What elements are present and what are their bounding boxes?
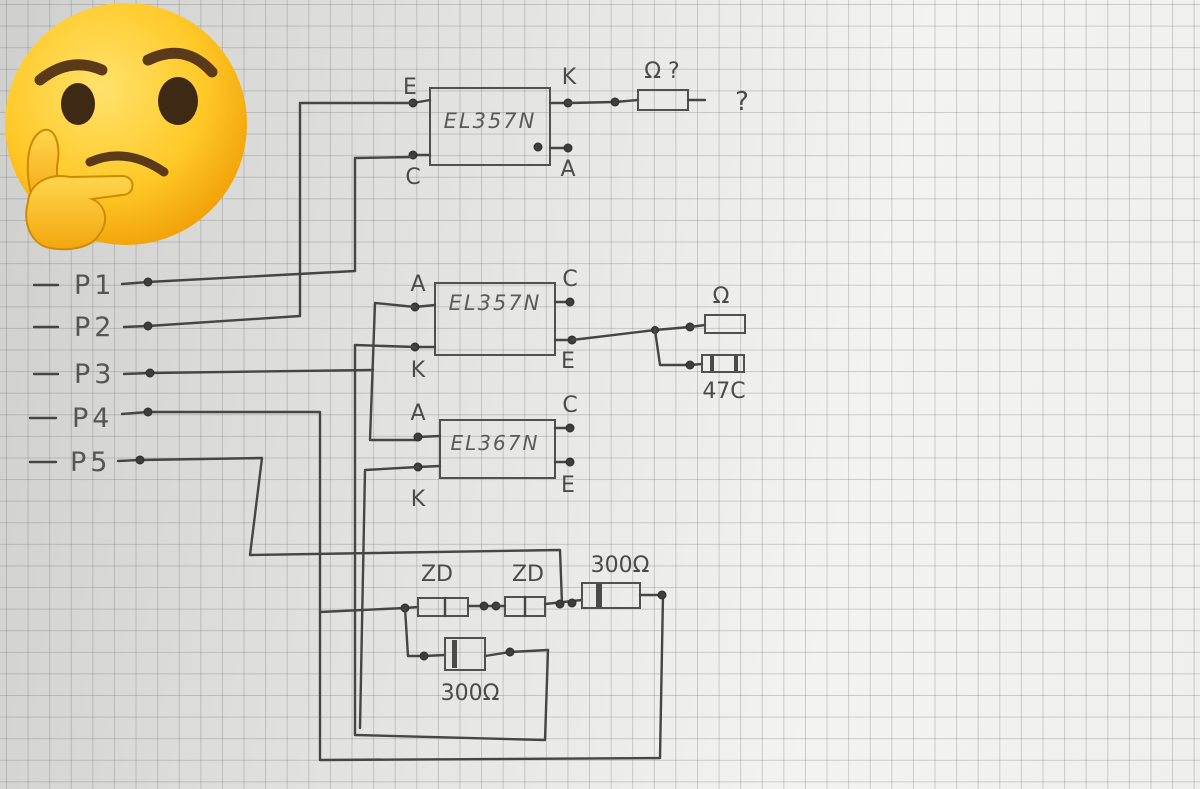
part-number: EL367N: [451, 431, 540, 455]
pin-label-c: C: [405, 165, 420, 190]
wire-c-to-p1: [146, 155, 415, 284]
emoji-right-eyebrow: [142, 47, 218, 78]
pin-label-a: A: [410, 401, 425, 426]
pin-label-a: A: [560, 157, 575, 182]
pin-dot: [533, 142, 543, 152]
port-label: P3: [74, 359, 115, 390]
capacitor-label: 47C: [702, 379, 745, 404]
optocoupler-body: [434, 282, 556, 356]
wire: [403, 606, 447, 658]
port-dot: [143, 277, 153, 287]
resistor-body: [637, 89, 689, 111]
junction-dot: [505, 647, 515, 657]
wire: [653, 328, 704, 367]
pin-label-e: E: [561, 473, 575, 498]
emoji-hand: [25, 174, 134, 251]
port-dot: [143, 407, 153, 417]
wire: [483, 648, 550, 658]
pin-label-e: E: [403, 75, 417, 100]
zener-label: ZD: [421, 562, 453, 587]
optocoupler-body: [429, 87, 551, 166]
port-dot: [143, 321, 153, 331]
port-p4: P4: [28, 403, 153, 434]
resistor-band: [596, 584, 602, 607]
thinking-face-icon: [5, 3, 247, 251]
pin-dot: [563, 143, 573, 153]
capacitor-body: [701, 354, 745, 373]
port-label: P2: [74, 312, 115, 343]
pin-dot: [565, 457, 575, 467]
pin-label-a: A: [410, 272, 425, 297]
resistor-body: [704, 314, 746, 334]
resistor-label: 300Ω: [591, 553, 650, 578]
part-number: EL357N: [449, 291, 542, 315]
pin-dot: [565, 423, 575, 433]
wire-cathode-lower: [358, 465, 420, 730]
wire: [566, 98, 640, 105]
pin-label-c: C: [562, 393, 577, 418]
wire-p4: [146, 410, 665, 762]
junction-dot: [610, 97, 620, 107]
capacitor-plate: [734, 356, 738, 371]
emoji-left-eyebrow: [34, 59, 108, 86]
capacitor-plate: [710, 356, 714, 371]
pin-dot: [413, 432, 423, 442]
zener-label: ZD: [512, 562, 544, 587]
junction-dot: [567, 598, 577, 608]
junction-dot: [419, 651, 429, 661]
port-p1: P1: [32, 270, 153, 301]
pin-label-k: K: [562, 65, 577, 90]
optocoupler-body: [439, 419, 556, 479]
resistor-band: [452, 640, 457, 668]
open-end-label: ?: [735, 87, 749, 117]
wire-cathode-loop: [353, 343, 550, 742]
pin-dot: [565, 297, 575, 307]
port-label: P5: [70, 447, 111, 478]
port-p5: P5: [28, 447, 145, 478]
resistor-label: 300Ω: [441, 681, 500, 706]
pin-label-c: C: [562, 267, 577, 292]
resistor-label: Ω: [713, 284, 730, 309]
wire-anode-link: [368, 301, 420, 442]
wire-e-to-p2: [146, 101, 415, 328]
port-dot: [135, 455, 145, 465]
pin-label-k: K: [411, 487, 426, 512]
load-resistor-top: Ω ? ?: [566, 59, 749, 117]
optocoupler-lower: EL367N A K C E: [410, 393, 577, 512]
part-number: EL357N: [444, 109, 537, 133]
emoji-mouth: [85, 151, 169, 177]
junction-dot: [555, 599, 565, 609]
output-network-middle: Ω 47C: [570, 284, 746, 404]
optocoupler-top: EL357N E C K A: [403, 65, 577, 190]
zener-diode-body: [417, 597, 469, 617]
wire-p5: [138, 456, 564, 606]
junction-dot: [657, 590, 667, 600]
port-label: P4: [72, 403, 113, 434]
emoji-left-eye: [61, 83, 95, 125]
wire: [688, 323, 707, 329]
port-dot: [145, 368, 155, 378]
resistor-body: [581, 582, 641, 609]
pin-label-k: K: [411, 358, 426, 383]
wire: [570, 325, 692, 342]
optocoupler-middle: EL357N A K C E: [410, 267, 577, 383]
junction-dot: [685, 360, 695, 370]
junction-dot: [479, 601, 489, 611]
resistor-label: Ω ?: [644, 59, 679, 84]
pin-label-e: E: [561, 349, 575, 374]
emoji-right-eye: [158, 77, 198, 125]
zener-network: ZD ZD 300Ω 300Ω: [318, 553, 667, 706]
resistor-body: [444, 637, 486, 671]
port-p2: P2: [32, 312, 153, 343]
port-p3: P3: [32, 359, 155, 390]
port-label: P1: [74, 270, 115, 301]
wire-p3: [148, 368, 375, 375]
